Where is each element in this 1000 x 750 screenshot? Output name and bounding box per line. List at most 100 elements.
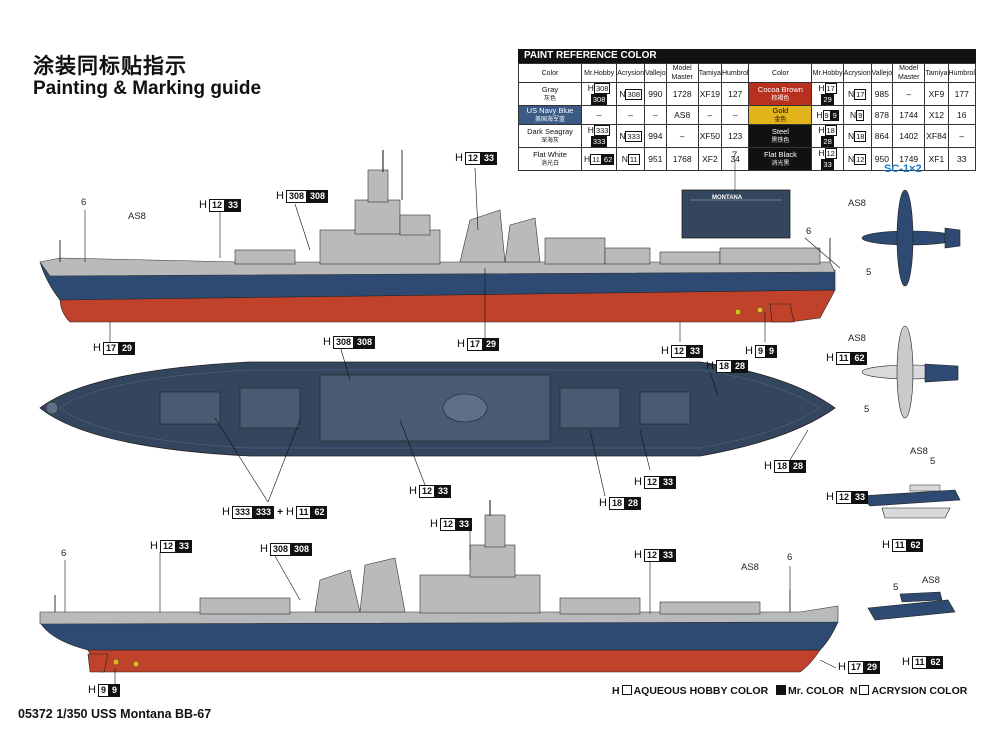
legend-acrysion: ACRYSION COLOR [871, 685, 968, 697]
aircraft-bottom-view [861, 325, 959, 419]
label-as8-e: AS8 [922, 575, 940, 586]
aircraft-side-view-2 [867, 591, 956, 621]
color-name-cn: 消光白 [540, 160, 559, 167]
color-name: US Navy Blue [526, 106, 574, 115]
humbrol-code: 33 [947, 147, 976, 171]
acrysion-value: 11 [627, 153, 640, 165]
acrysion-value: 308 [625, 88, 642, 100]
label-as8-f: AS8 [741, 562, 759, 573]
mr-color-code: 333 [590, 136, 608, 147]
color-name-cn: 深海灰 [540, 137, 559, 144]
color-name-cn: 消光黑 [771, 160, 790, 167]
color-name-cn: 灰色 [543, 95, 556, 102]
color-name: Cocoa Brown [757, 85, 803, 94]
acrysion-value: 18 [854, 130, 867, 142]
page-title: Painting & Marking guide [33, 78, 262, 99]
tamiya-code: XF50 [697, 124, 722, 148]
acrysion-box-icon [859, 685, 870, 695]
mr-color-code: 29 [821, 94, 834, 105]
label-5-d: 5 [893, 582, 899, 593]
aircraft-title: SC-1×2 [884, 163, 922, 175]
color-name: Gold [772, 106, 789, 115]
color-name: Steel [771, 127, 789, 136]
mm-code: – [892, 82, 926, 106]
ship-side-profile-bottom [39, 500, 839, 673]
mr-color-code: 9 [830, 109, 839, 121]
tamiya-code: XF2 [697, 147, 722, 171]
mr-color-code: 33 [821, 159, 834, 170]
paint-table: Color Mr.Hobby Acrysion Vallejo Model Ma… [518, 63, 976, 171]
label-as8-a: AS8 [128, 211, 146, 222]
label-5-c: 5 [930, 456, 936, 467]
aqueous-box-icon [621, 685, 632, 695]
mrhobby-value: – [596, 109, 602, 120]
acrysion-value: 333 [625, 130, 642, 142]
nameplate-text: MONTANA [712, 195, 743, 201]
label-6-b: 6 [806, 226, 812, 237]
tamiya-code: XF9 [924, 82, 949, 106]
color-name-cn: 美国海军蓝 [534, 116, 565, 123]
ship-deck-plan [39, 361, 836, 457]
humbrol-code: 177 [947, 82, 976, 106]
mr-color-box-icon [776, 685, 787, 695]
legend-mr-color: Mr. COLOR [788, 685, 845, 697]
mr-color-code: 308 [590, 94, 608, 105]
color-name: Dark Seagray [527, 127, 573, 136]
acrysion-value: 12 [854, 153, 867, 165]
color-name-cn: 金色 [774, 116, 787, 123]
aqueous-code: 9 [822, 109, 831, 121]
page-title-cn: 涂装同标贴指示 [33, 54, 187, 78]
color-name: Flat Black [763, 150, 797, 159]
color-name: Flat White [533, 150, 567, 159]
paint-reference-title: PAINT REFERENCE COLOR [518, 49, 976, 63]
product-footer: 05372 1/350 USS Montana BB-67 [18, 707, 212, 721]
mm-code: – [665, 124, 699, 148]
col-acrysion: Acrysion [616, 63, 646, 83]
label-5-b: 5 [864, 404, 870, 415]
label-as8-c: AS8 [848, 333, 866, 344]
mr-color-code: 62 [601, 153, 615, 165]
label-as8-b: AS8 [848, 198, 866, 209]
color-name-cn: 棕褐色 [771, 95, 790, 102]
col-model-master: Model Master [665, 63, 699, 83]
aircraft-side-view-1 [859, 484, 961, 519]
aircraft-top-view [861, 189, 961, 287]
col-humbrol: Humbrol [720, 63, 750, 83]
nameplate-inset [681, 160, 791, 239]
legend-aqueous: AQUEOUS HOBBY COLOR [633, 685, 769, 697]
ship-side-profile-top [39, 150, 836, 323]
color-name: Gray [541, 85, 559, 94]
label-6-a: 6 [81, 197, 87, 208]
acrysion-value: – [628, 109, 634, 120]
vallejo-code: 950 [870, 147, 894, 171]
